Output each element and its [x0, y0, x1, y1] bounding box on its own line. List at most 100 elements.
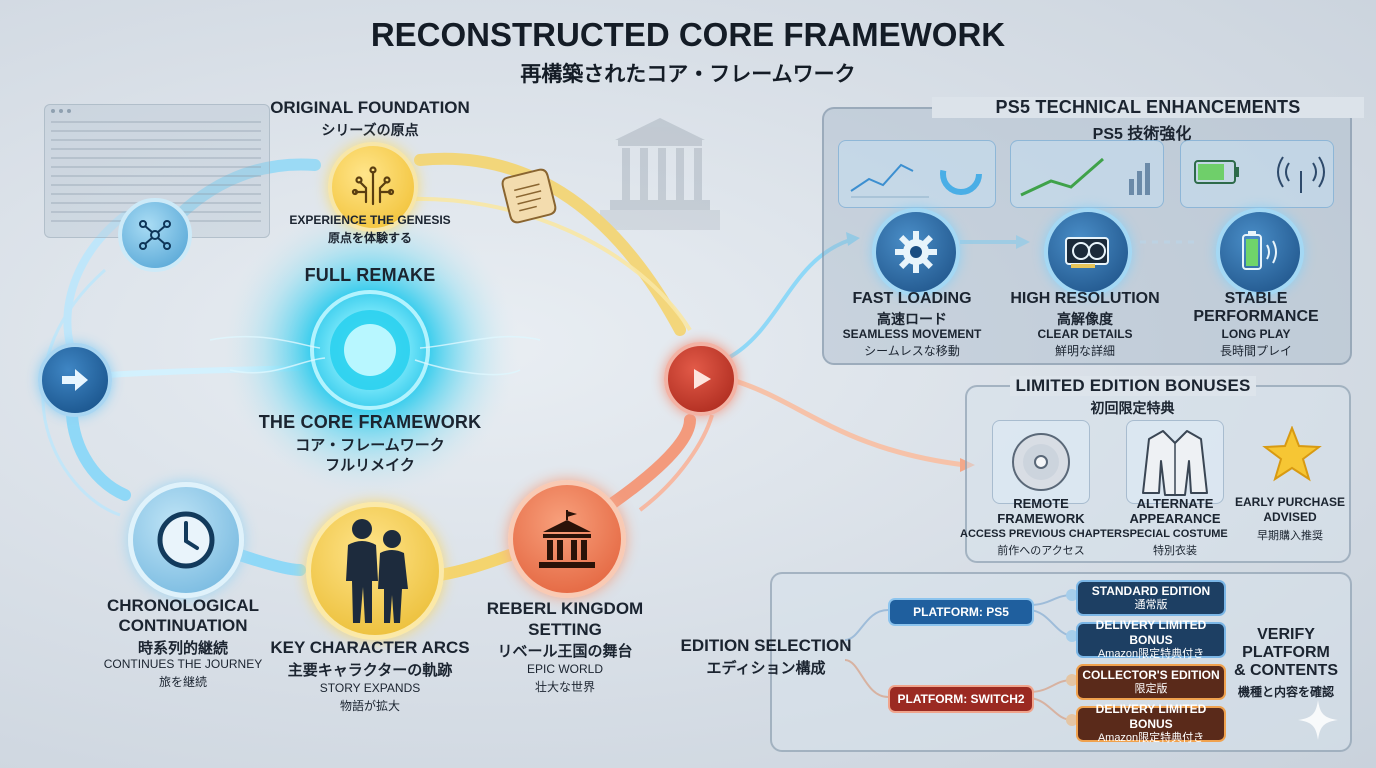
ps5-item-1-caption-jp: 鮮明な詳細	[1054, 344, 1115, 358]
core-top-label: FULL REMAKE	[304, 265, 436, 285]
edition-option-sub: 通常版	[1134, 598, 1168, 611]
ps5-item-1-caption: CLEAR DETAILS	[1037, 327, 1133, 341]
edition-option-sub: Amazon限定特典付き	[1097, 732, 1205, 745]
bonus-2-caption-jp: 早期購入推奨	[1257, 530, 1323, 542]
ps5-card-battery	[1180, 140, 1334, 208]
chart-icon	[850, 153, 982, 198]
chronological-caption: CONTINUES THE JOURNEY	[103, 657, 263, 671]
ps5-item-2-caption: LONG PLAY	[1221, 327, 1291, 341]
kingdom-title-2: SETTING	[528, 620, 602, 639]
bonus-0-line2: FRAMEWORK	[997, 511, 1085, 526]
play-icon	[694, 369, 711, 389]
kingdom-title-1: REBERL KINGDOM	[486, 599, 644, 618]
bonus-2-line1: EARLY PURCHASE	[1234, 495, 1346, 509]
platform-switch2[interactable]: PLATFORM: SWITCH2	[888, 685, 1034, 713]
chronological-node[interactable]	[128, 482, 244, 598]
gold-flow-top-thin	[389, 196, 692, 332]
star-icon[interactable]	[1262, 426, 1322, 482]
edition-option-label: DELIVERY LIMITED BONUS	[1095, 702, 1207, 732]
ps5-item-0-title-jp: 高速ロード	[877, 311, 947, 327]
chronological-title-2: CONTINUATION	[118, 616, 248, 635]
bonus-disc-card[interactable]	[992, 420, 1090, 504]
ps5-card-graph	[1010, 140, 1164, 208]
scroll-icon	[500, 165, 557, 224]
edition-option-label: STANDARD EDITION	[1091, 583, 1211, 598]
arrow-right-icon	[62, 369, 88, 391]
blue-flow-far-left	[41, 268, 121, 517]
edition-option-standard[interactable]: STANDARD EDITION 通常版	[1076, 580, 1226, 616]
ps5-item-0-title: FAST LOADING	[852, 290, 972, 307]
arrowhead-ps5	[846, 232, 860, 246]
verify-line3: & CONTENTS	[1234, 662, 1338, 679]
play-hub-node[interactable]	[664, 342, 738, 416]
chronological-title-jp: 時系列的継続	[137, 640, 228, 657]
ps5-item-2-caption-jp: 長時間プレイ	[1219, 344, 1292, 358]
bonus-1-caption-jp: 特別衣装	[1153, 545, 1197, 557]
bonus-2-line2: ADVISED	[1263, 510, 1317, 524]
temple-illustration	[600, 118, 720, 230]
original-foundation-title: ORIGINAL FOUNDATION	[270, 98, 470, 117]
flow-to-ps5	[727, 238, 851, 360]
characters-node[interactable]	[306, 502, 444, 640]
edition-option-label: COLLECTOR'S EDITION	[1082, 667, 1220, 682]
edition-option-collectors[interactable]: COLLECTOR'S EDITION 限定版	[1076, 664, 1226, 700]
editions-title-jp: エディション構成	[706, 660, 826, 677]
characters-title: KEY CHARACTER ARCS	[270, 638, 470, 657]
flow-to-bonuses	[731, 377, 966, 468]
edition-option-label: DELIVERY LIMITED BONUS	[1095, 618, 1207, 648]
bonus-1-line1: ALTERNATE	[1136, 496, 1214, 511]
bonus-jacket-card[interactable]	[1126, 420, 1224, 504]
characters-title-jp: 主要キャラクターの軌跡	[287, 662, 453, 679]
original-foundation-caption-jp: 原点を体験する	[327, 231, 412, 245]
ps5-item-2-title-2: PERFORMANCE	[1193, 308, 1319, 325]
bonus-0-caption: ACCESS PREVIOUS CHAPTER	[960, 528, 1122, 540]
characters-caption-jp: 物語が拡大	[339, 699, 400, 713]
bonus-1-caption: SPECIAL COSTUME	[1122, 528, 1228, 540]
edition-option-ps5-bonus[interactable]: DELIVERY LIMITED BONUS Amazon限定特典付き	[1076, 618, 1226, 660]
kingdom-title-jp: リベール王国の舞台	[497, 643, 633, 660]
editions-panel	[770, 572, 1352, 752]
ps5-title: PS5 TECHNICAL ENHANCEMENTS	[932, 97, 1364, 118]
network-node[interactable]	[118, 198, 192, 272]
ps5-item-stable-node[interactable]	[1216, 208, 1304, 296]
chronological-title-1: CHRONOLOGICAL	[106, 596, 260, 615]
ps5-item-0-caption: SEAMLESS MOVEMENT	[842, 327, 982, 341]
disc-icon	[1012, 433, 1070, 491]
sparkle-icon	[1298, 700, 1338, 740]
characters-caption: STORY EXPANDS	[319, 681, 421, 695]
edition-option-sub: 限定版	[1134, 682, 1168, 695]
edition-option-switch-bonus[interactable]: DELIVERY LIMITED BONUS Amazon限定特典付き	[1076, 702, 1226, 744]
circuit-icon	[351, 166, 395, 206]
original-foundation-title-jp: シリーズの原点	[321, 122, 419, 138]
bonus-1-line2: APPEARANCE	[1129, 511, 1221, 526]
platform-ps5[interactable]: PLATFORM: PS5	[888, 598, 1034, 626]
characters-icon	[346, 519, 408, 623]
battery-signal-icon	[1194, 156, 1325, 193]
edition-option-sub: Amazon限定特典付き	[1097, 648, 1205, 661]
start-node[interactable]	[38, 343, 112, 417]
ps5-item-resolution-node[interactable]	[1044, 208, 1132, 296]
original-foundation-node[interactable]	[328, 142, 418, 232]
verify-jp: 機種と内容を確認	[1237, 685, 1334, 699]
red-flow-thin	[638, 414, 714, 512]
jacket-icon	[1142, 430, 1208, 496]
verify-line2: PLATFORM	[1242, 644, 1330, 661]
core-title[interactable]: THE CORE FRAMEWORK	[258, 412, 482, 432]
gpu-icon	[1065, 237, 1109, 268]
ps5-item-loading-node[interactable]	[872, 208, 960, 296]
page-subtitle: 再構築されたコア・フレームワーク	[520, 63, 856, 86]
growth-chart-icon	[1020, 157, 1150, 197]
gear-icon	[895, 231, 937, 273]
verify-line1: VERIFY	[1257, 626, 1315, 643]
kingdom-caption-jp: 壮大な世界	[534, 680, 595, 694]
kingdom-node[interactable]	[508, 480, 626, 598]
page-title: RECONSTRUCTED CORE FRAMEWORK	[370, 16, 1006, 53]
editions-title: EDITION SELECTION	[680, 636, 852, 655]
bonuses-title: LIMITED EDITION BONUSES	[1010, 376, 1256, 396]
battery-icon	[1242, 231, 1277, 270]
ps5-card-chart	[838, 140, 996, 208]
original-foundation-caption: EXPERIENCE THE GENESIS	[289, 213, 451, 227]
blue-flow-left-top	[63, 211, 129, 349]
kingdom-caption: EPIC WORLD	[526, 662, 603, 676]
red-flow	[604, 414, 696, 511]
